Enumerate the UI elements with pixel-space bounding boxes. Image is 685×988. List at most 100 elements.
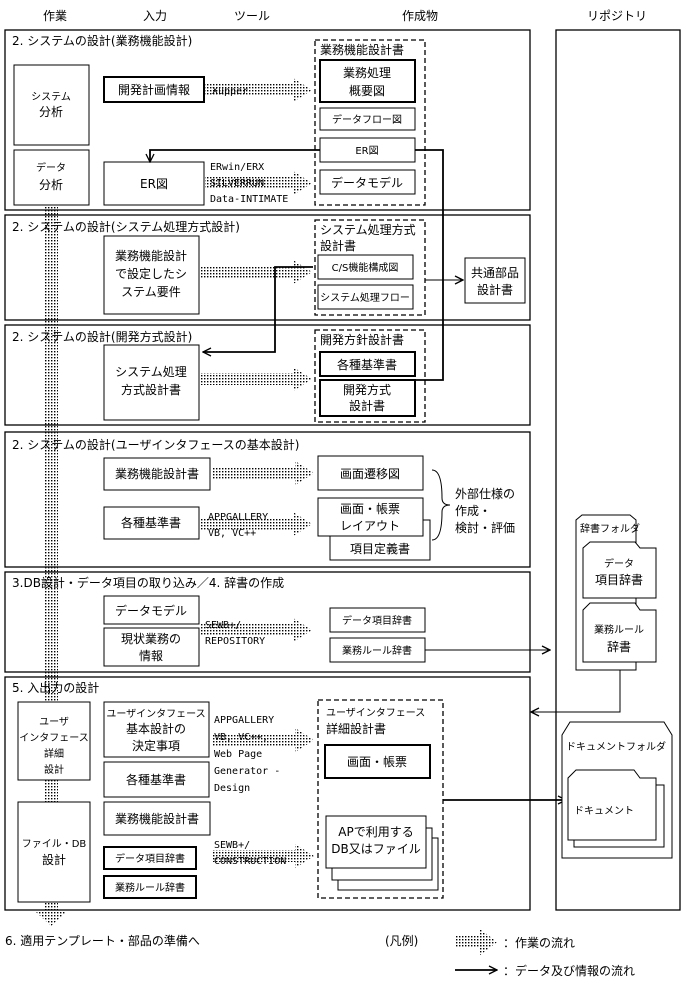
data-arrow-er	[150, 149, 320, 162]
common-parts-doc	[464, 257, 526, 304]
section-title-business-function: 2. システムの設計(業務機能設計)	[12, 33, 192, 48]
input-er-diagram-label: ER図	[140, 177, 168, 191]
input-standards	[103, 506, 200, 540]
item-dictionary-folder	[582, 541, 657, 599]
input-current-business	[103, 627, 200, 667]
flow-arrow	[200, 518, 295, 530]
task-data-analysis-line2: 分析	[39, 178, 63, 192]
tool-data-intimate: Data-INTIMATE	[210, 194, 288, 205]
task-file-db-line1: ファイル・DB	[22, 839, 87, 850]
output-group-system-processing	[314, 219, 426, 316]
data-arrow-cs	[203, 266, 313, 352]
output-system-flow-label: システム処理フロー	[320, 291, 410, 304]
output-overview-line1: 業務処理	[343, 66, 391, 80]
input-standards-2-label: 各種基準書	[126, 772, 186, 787]
task-data-analysis	[13, 149, 90, 206]
input-dev-plan-label: 開発計画情報	[118, 82, 190, 97]
flow-arrow	[205, 177, 295, 189]
output-db-file-line2: DB又はファイル	[331, 842, 420, 856]
flow-arrow	[200, 624, 295, 636]
legend-work-flow-label: ：作業の流れ	[503, 936, 575, 950]
input-ui-decisions-line2: 基本設計の	[126, 721, 186, 736]
input-standards-2	[103, 761, 210, 798]
output-standards	[319, 351, 416, 377]
task-system-analysis-line1: システム	[31, 91, 71, 103]
tool-vb-vcpp-2: VB, VC++,	[214, 732, 268, 743]
header-repository: リポジトリ	[587, 9, 647, 23]
input-ui-decisions	[103, 701, 210, 758]
tool-appgallery-2: APPGALLERY	[214, 715, 274, 726]
input-system-processing-doc	[103, 344, 200, 421]
output-datamodel	[319, 169, 416, 195]
rule-dictionary-folder	[582, 602, 657, 663]
output-db-file	[325, 815, 427, 869]
section-title-development-method: 2. システムの設計(開発方式設計)	[12, 329, 192, 344]
input-er-diagram	[103, 161, 205, 206]
section-title-ui-basic: 2. システムの設計(ユーザインタフェースの基本設計)	[12, 437, 299, 452]
input-standards-label: 各種基準書	[121, 515, 181, 530]
task-file-db	[17, 801, 91, 903]
task-ui-detail-line1: ユーザ	[39, 716, 69, 728]
task-ui-detail	[17, 701, 91, 781]
task-file-db-line2: 設計	[42, 852, 66, 867]
tool-construction: CONSTRUCTION	[214, 856, 286, 867]
bracket	[431, 469, 451, 541]
input-system-requirements	[103, 235, 200, 315]
task-system-analysis	[13, 64, 90, 146]
output-group-development-method	[314, 329, 426, 423]
legend-work-flow-icon	[455, 936, 483, 948]
input-rule-dictionary	[103, 875, 197, 899]
output-group-system-processing-title1: システム処理方式	[320, 222, 416, 237]
note-line1: 外部仕様の	[455, 486, 515, 501]
output-dataflow-label: データフロー図	[332, 113, 402, 126]
input-business-function-doc-2-label: 業務機能設計書	[115, 811, 199, 826]
section-db-dictionary	[4, 571, 531, 673]
note-line3: 検討・評価	[455, 520, 515, 535]
input-current-business-line2: 情報	[139, 649, 163, 663]
output-system-flow	[317, 284, 414, 310]
output-overview	[319, 59, 416, 103]
tool-xupper: Xupper	[212, 86, 248, 97]
flow-arrow	[212, 850, 297, 862]
output-group-system-processing-title2: 設計書	[320, 238, 356, 253]
input-datamodel-label: データモデル	[115, 603, 187, 618]
common-parts-line1: 共通部品	[471, 265, 519, 280]
task-system-analysis-line2: 分析	[39, 105, 63, 119]
output-layout-line2: レイアウト	[340, 519, 400, 533]
output-group-ui-detail-title2: 詳細設計書	[326, 721, 386, 736]
output-group-business-function	[314, 39, 426, 206]
output-overview-line2: 概要図	[349, 84, 385, 98]
input-item-dictionary-label: データ項目辞書	[115, 852, 185, 865]
section-ui-basic	[4, 431, 531, 568]
output-er-diagram-label: ER図	[355, 145, 378, 157]
output-cs-diagram-label: C/S機能構成図	[332, 261, 399, 274]
output-screen-form-label: 画面・帳票	[347, 755, 407, 769]
input-business-function-doc	[103, 457, 211, 491]
next-step-label: 6. 適用テンプレート・部品の準備へ	[5, 933, 200, 948]
input-business-function-doc-label: 業務機能設計書	[115, 466, 199, 481]
output-item-dictionary-label: データ項目辞書	[342, 614, 412, 627]
flow-arrow	[200, 266, 295, 278]
flow-arrow	[212, 467, 297, 479]
tool-vb-vcpp: VB, VC++	[208, 528, 256, 539]
input-dev-plan	[103, 76, 205, 103]
document	[567, 769, 657, 841]
input-system-processing-doc-line2: 方式設計書	[121, 382, 181, 397]
tool-sewb-2: SEWB+/	[214, 840, 250, 851]
tool-generator: Generator -	[214, 766, 280, 777]
dictionary-folder-label: 辞書フォルダ	[580, 522, 640, 535]
task-data-analysis-line1: データ	[36, 161, 66, 174]
flow-arrow	[212, 734, 297, 746]
output-method-doc-line1: 開発方式	[343, 382, 391, 397]
header-work: 作業	[43, 9, 67, 23]
output-method-doc-line2: 設計書	[349, 398, 385, 413]
input-system-requirements-line2: で設定したシ	[115, 266, 187, 281]
tool-webpage: Web Page	[214, 749, 262, 760]
output-group-ui-detail-title1: ユーザインタフェース	[326, 707, 425, 719]
output-rule-dictionary-label: 業務ルール辞書	[342, 644, 412, 657]
section-title-db-dictionary: 3.DB設計・データ項目の取り込み／4. 辞書の作成	[12, 575, 284, 590]
output-standards-label: 各種基準書	[337, 357, 397, 372]
work-flow-arrowhead	[36, 912, 66, 926]
tool-appgallery: APPGALLERY	[208, 512, 268, 523]
